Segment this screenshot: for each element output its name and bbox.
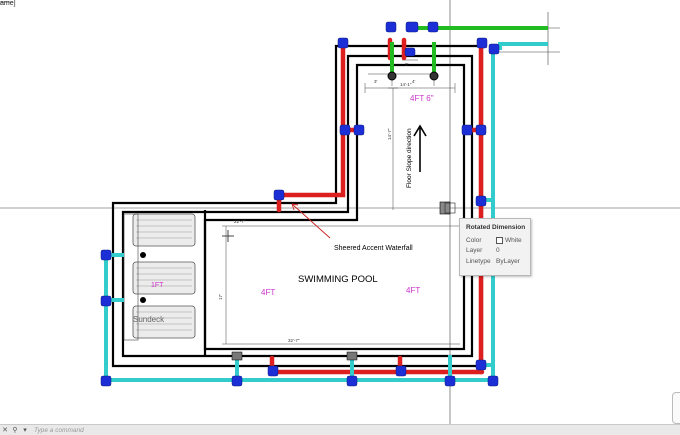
waterfall-label: Sheered Accent Waterfall (334, 245, 413, 252)
tooltip-title: Rotated Dimension (466, 224, 526, 231)
search-icon[interactable]: ⚲ (12, 427, 18, 434)
cyan-pipe-return (104, 48, 495, 382)
tooltip-row-color: Color White (460, 235, 530, 246)
drawing-canvas[interactable]: SWIMMING POOL 4FT 4FT 4FT 6" Sheered Acc… (0, 0, 680, 424)
depth-label-right: 4FT (406, 286, 420, 295)
frame-label: ame] (0, 0, 16, 7)
depth-label-left: 4FT (261, 288, 275, 297)
slope-arrow (413, 124, 427, 172)
red-pipes (269, 37, 485, 375)
dim-top-width: 14'-1" (400, 82, 412, 87)
dim-small-c: 2' (405, 62, 409, 67)
sundeck-depth-label: 1FT (151, 282, 164, 289)
dim-small-a: 3' (374, 79, 378, 84)
tooltip-color-label: Color (466, 236, 482, 244)
waterfall-leader (291, 203, 331, 239)
tooltip-row-layer: Layer 0 (460, 246, 530, 257)
dim-22: 22'-7" (234, 219, 246, 224)
pool-label: SWIMMING POOL (298, 274, 378, 285)
middle-wall (121, 54, 474, 358)
sundeck-label: Sundeck (133, 315, 165, 324)
slope-label: Floor Slope direction (406, 128, 413, 188)
dim-14: 14'-7" (387, 128, 392, 140)
properties-tooltip: Rotated Dimension Color White Layer 0 Li… (459, 218, 531, 276)
close-icon[interactable]: ✕ (2, 427, 8, 434)
dim-17: 17' (218, 294, 223, 300)
lounger-2 (132, 261, 196, 295)
cursor-crosshair (444, 202, 456, 214)
inner-wall (203, 63, 466, 351)
tooltip-layer-label: Layer (466, 247, 483, 255)
command-input[interactable]: Type a command (34, 426, 84, 434)
tooltip-linetype-value: ByLayer (496, 257, 520, 265)
sundeck-loungers (123, 213, 196, 341)
scroll-indicator[interactable] (672, 392, 680, 424)
dim-small-b: 4' (412, 79, 416, 84)
color-swatch-icon (496, 236, 503, 244)
dim-32: 32'-7" (288, 338, 300, 343)
pipe-fittings (100, 21, 500, 387)
depth-label-top: 4FT 6" (410, 94, 434, 103)
tooltip-row-linetype: Linetype ByLayer (460, 256, 530, 267)
lounger-1 (132, 213, 196, 247)
tooltip-color-value: White (505, 236, 522, 244)
tooltip-linetype-label: Linetype (466, 257, 491, 265)
dropdown-icon[interactable]: ▾ (23, 427, 27, 434)
command-line: ✕ ⚲ ▾ Type a command (0, 424, 680, 435)
tooltip-layer-value: 0 (496, 247, 500, 255)
red-pipe-waterfall (276, 41, 346, 213)
